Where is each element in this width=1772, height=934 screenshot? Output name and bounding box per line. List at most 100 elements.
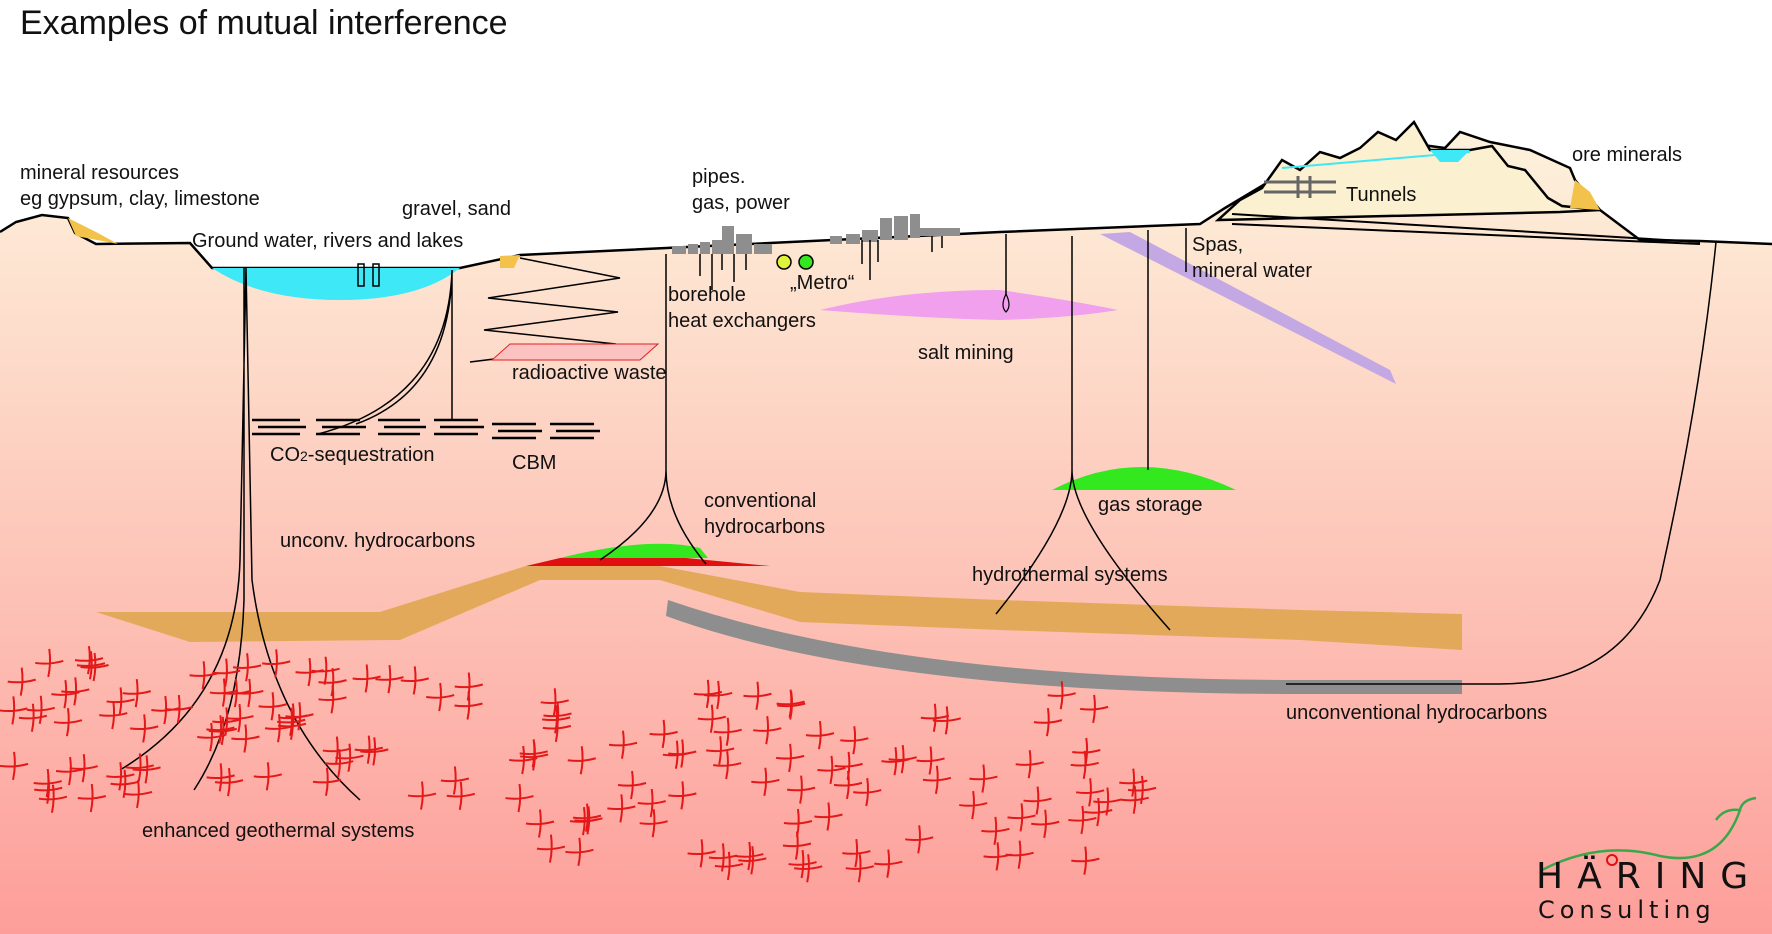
fracture-symbol xyxy=(352,664,381,693)
fracture-symbol xyxy=(1072,737,1101,767)
fracture-symbol xyxy=(959,790,988,820)
fracture-symbol xyxy=(189,661,218,690)
fracture-symbol xyxy=(932,706,962,735)
fracture-symbol xyxy=(285,702,314,731)
gravel-deposit xyxy=(500,255,520,268)
fracture-symbol xyxy=(639,809,668,838)
well-markers xyxy=(357,263,380,287)
fracture-symbol xyxy=(786,775,816,804)
fracture-symbol xyxy=(1033,707,1063,737)
fracture-symbol xyxy=(777,691,806,720)
fracture-symbol xyxy=(713,750,742,780)
hydrothermal-wells xyxy=(995,236,1171,631)
fracture-symbol xyxy=(214,767,244,797)
fracture-symbol xyxy=(1120,785,1149,814)
fracture-symbol xyxy=(706,736,735,765)
fracture-symbol xyxy=(637,788,667,818)
mountain-lake xyxy=(1430,150,1470,162)
fracture-symbol xyxy=(708,843,738,872)
fracture-symbol xyxy=(983,842,1012,871)
fracture-symbol xyxy=(221,678,251,708)
coal-seams xyxy=(252,418,600,440)
fracture-symbol xyxy=(1015,750,1045,779)
fracture-symbol xyxy=(753,716,782,745)
conventional-wells xyxy=(599,254,707,565)
fracture-symbol xyxy=(125,753,155,782)
metro-station-green xyxy=(798,254,814,270)
fracture-symbol xyxy=(738,846,767,875)
fracture-symbol xyxy=(649,719,678,749)
label-metro: „Metro“ xyxy=(790,272,855,294)
fracture-symbol xyxy=(407,781,437,810)
fracture-symbol xyxy=(505,783,534,813)
fracture-symbol xyxy=(312,767,342,796)
fracture-symbol xyxy=(151,695,180,725)
spa-band xyxy=(1100,232,1396,384)
fracture-symbol xyxy=(704,680,733,710)
fracture-symbol xyxy=(1031,809,1060,838)
fracture-symbol xyxy=(360,737,389,766)
label-radioactive-waste: radioactive waste xyxy=(512,362,667,384)
fracture-symbol xyxy=(743,681,772,710)
salt-cavern xyxy=(1002,292,1010,313)
tunnel-line-upper xyxy=(1231,213,1701,243)
fracture-symbol xyxy=(318,685,347,714)
fracture-symbol xyxy=(922,765,952,795)
logo-i-dot xyxy=(1606,854,1618,866)
fracture-symbol xyxy=(61,677,90,706)
fracture-symbol xyxy=(232,653,262,682)
metro-station-yellow xyxy=(776,254,792,270)
fracture-symbol xyxy=(132,755,161,784)
fracture-symbol xyxy=(212,707,241,736)
fracture-field xyxy=(0,645,1157,883)
fracture-symbol xyxy=(905,825,934,854)
fracture-symbol xyxy=(540,688,569,717)
fracture-symbol xyxy=(853,777,882,807)
fracture-symbol xyxy=(335,743,364,772)
fracture-symbol xyxy=(1071,846,1100,875)
fracture-symbol xyxy=(1047,681,1076,710)
fracture-symbol xyxy=(751,767,780,797)
fracture-symbol xyxy=(697,704,727,733)
fracture-symbol xyxy=(814,802,843,831)
label-ore-minerals: ore minerals xyxy=(1572,144,1683,166)
label-unconv-hydrocarbons: unconv. hydrocarbons xyxy=(280,530,476,552)
label-co2-sequestration: CO2-sequestration xyxy=(270,444,435,466)
fracture-symbol xyxy=(874,849,903,878)
label-salt-mining: salt mining xyxy=(918,342,1014,364)
groundwater-lens xyxy=(212,268,460,300)
fracture-symbol xyxy=(51,680,80,709)
fracture-symbol xyxy=(18,703,48,732)
gas-cap xyxy=(560,543,708,558)
tunnels-symbol xyxy=(1264,176,1336,198)
fracture-symbol xyxy=(608,730,638,759)
label-egs: enhanced geothermal systems xyxy=(142,820,415,842)
fracture-symbol xyxy=(543,701,572,730)
label-spas: Spas, mineral water xyxy=(1192,234,1313,282)
fracture-symbol xyxy=(426,682,455,712)
fracture-symbol xyxy=(122,678,152,708)
fracture-symbol xyxy=(668,739,697,768)
fracture-symbol xyxy=(1127,775,1157,805)
fracture-symbol xyxy=(565,837,594,867)
fracture-symbol xyxy=(206,763,235,792)
fracture-symbol xyxy=(782,831,812,860)
fracture-symbol xyxy=(440,766,470,795)
fracture-symbol xyxy=(668,781,697,810)
fracture-symbol xyxy=(1079,694,1109,724)
fracture-symbol xyxy=(110,769,139,798)
salt-deposit xyxy=(820,290,1118,320)
label-tunnels: Tunnels xyxy=(1346,184,1417,206)
gas-storage-dome xyxy=(1052,467,1236,490)
fracture-symbol xyxy=(888,745,917,774)
fracture-symbol xyxy=(0,696,28,725)
fracture-symbol xyxy=(1023,786,1052,815)
logo-swoosh xyxy=(1541,796,1757,872)
unconventional-well xyxy=(1286,241,1717,685)
fracture-symbol xyxy=(1084,797,1113,827)
fracture-symbol xyxy=(794,854,823,883)
fracture-symbol xyxy=(77,783,107,813)
fracture-symbol xyxy=(969,764,998,793)
